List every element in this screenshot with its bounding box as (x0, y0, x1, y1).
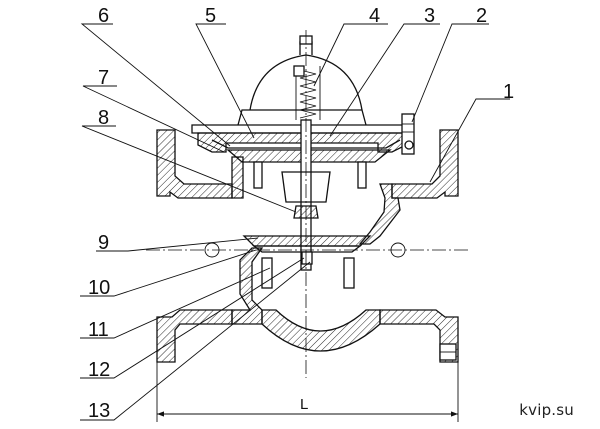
callout-9: 9 (98, 232, 109, 254)
callout-12: 12 (88, 359, 110, 381)
leader-lines (80, 23, 510, 421)
callout-10: 10 (88, 277, 110, 299)
callout-4: 4 (369, 5, 380, 27)
watermark: kvip.su (519, 401, 574, 419)
callout-7: 7 (98, 67, 109, 89)
valve-cover (191, 35, 413, 134)
dimension-l: L (156, 362, 459, 422)
callout-5: 5 (205, 5, 216, 27)
callout-11: 11 (88, 319, 109, 341)
callout-2: 2 (476, 5, 487, 27)
callout-labels: 1 2 3 4 5 6 7 8 9 10 11 12 13 (88, 5, 514, 422)
dimension-label: L (300, 396, 308, 413)
center-lines (146, 30, 470, 378)
cover-bolt (401, 113, 415, 155)
callout-1: 1 (503, 81, 514, 103)
callout-6: 6 (98, 5, 109, 27)
callout-3: 3 (424, 5, 435, 27)
callout-8: 8 (98, 107, 109, 129)
callout-13: 13 (88, 400, 110, 422)
